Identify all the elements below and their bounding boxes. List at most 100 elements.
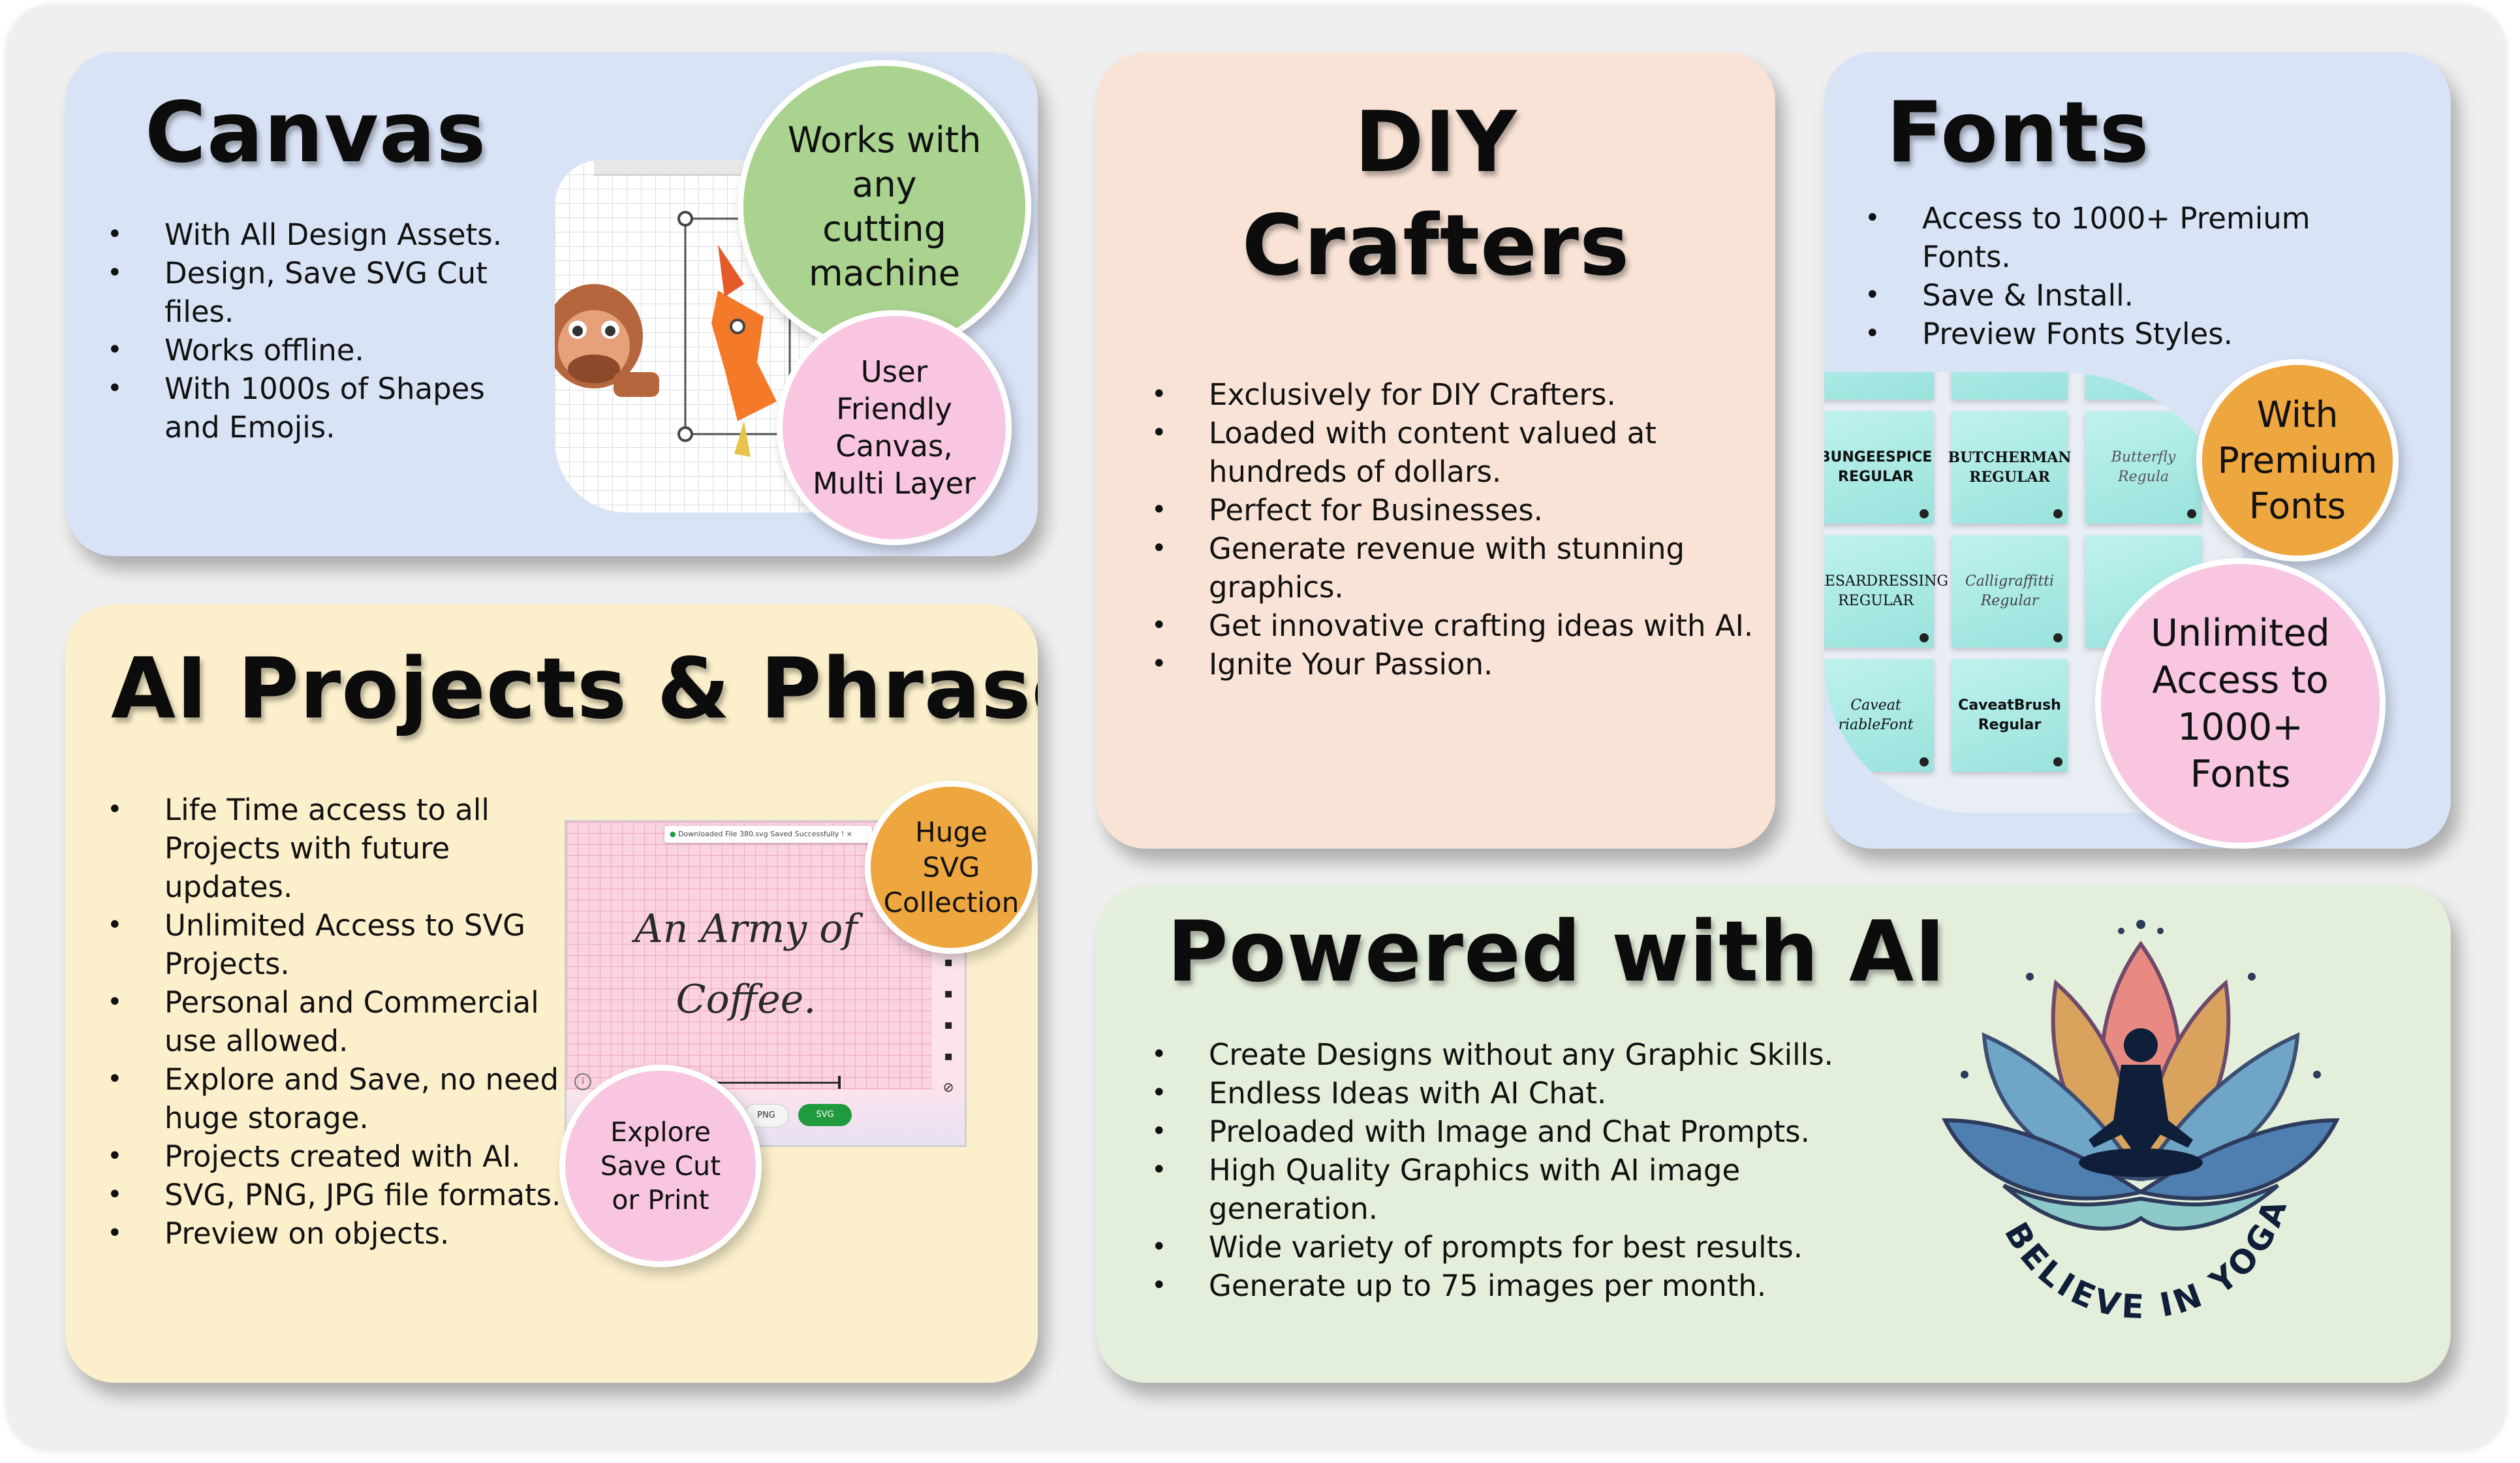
decorative-dots bbox=[1961, 920, 2321, 1078]
svg-button-label: SVG bbox=[816, 1110, 834, 1120]
diy-title-line2: Crafters bbox=[1241, 197, 1630, 294]
premium-fonts-bubble: With Premium Fonts bbox=[2196, 359, 2399, 561]
list-item: Exclusively for DIY Crafters. bbox=[1151, 375, 1757, 414]
phrase-line2: Coffee. bbox=[676, 977, 817, 1022]
list-item: SVG, PNG, JPG file formats. bbox=[107, 1176, 572, 1214]
powered-ai-title: Powered with AI bbox=[1167, 904, 1946, 1001]
diy-title: DIY Crafters bbox=[1097, 91, 1775, 298]
font-tile-dot bbox=[2053, 757, 2062, 766]
premium-fonts-bubble-text: With Premium Fonts bbox=[2217, 394, 2378, 527]
list-item: Loaded with content valued at hundreds o… bbox=[1151, 414, 1757, 491]
user-friendly-bubble-text: User Friendly Canvas, Multi Layer bbox=[813, 354, 976, 501]
font-tile-dot bbox=[2053, 509, 2062, 518]
font-tile-dot bbox=[2053, 633, 2062, 642]
canvas-title: Canvas bbox=[145, 84, 487, 181]
list-item: Explore and Save, no need huge storage. bbox=[107, 1060, 572, 1137]
list-item: Perfect for Businesses. bbox=[1151, 491, 1757, 529]
font-tile-dot bbox=[2187, 509, 2196, 518]
list-item: Wide variety of prompts for best results… bbox=[1151, 1228, 1894, 1266]
info-icon[interactable]: i bbox=[574, 1073, 591, 1090]
list-item: Projects created with AI. bbox=[107, 1137, 572, 1176]
ai-projects-title: AI Projects & Phrases bbox=[111, 640, 1038, 738]
fonts-title: Fonts bbox=[1886, 84, 2150, 181]
list-item: Preview on objects. bbox=[107, 1214, 572, 1253]
list-item: Life Time access to all Projects with fu… bbox=[107, 791, 572, 906]
list-item: Endless Ideas with AI Chat. bbox=[1151, 1074, 1894, 1112]
list-item: Get innovative crafting ideas with AI. bbox=[1151, 606, 1757, 645]
list-item: Design, Save SVG Cut files. bbox=[107, 254, 530, 331]
list-item: Access to 1000+ Premium Fonts. bbox=[1865, 199, 2366, 276]
list-item: Save & Install. bbox=[1865, 276, 2366, 315]
list-item: Works offline. bbox=[107, 331, 530, 370]
toast-detail: File 380.svg Saved Successfully ! bbox=[725, 830, 845, 838]
list-item: Create Designs without any Graphic Skill… bbox=[1151, 1035, 1894, 1074]
tool-icon[interactable]: ▪ bbox=[944, 1016, 953, 1032]
phrase-line1: An Army of bbox=[634, 906, 858, 952]
font-tile-dot bbox=[1920, 509, 1929, 518]
explore-save-bubble-text: Explore Save Cut or Print bbox=[600, 1116, 721, 1216]
font-tile[interactable] bbox=[1824, 372, 1934, 400]
slider-handle[interactable] bbox=[838, 1076, 841, 1089]
font-tile[interactable]: CAESARDRESSINGREGULAR bbox=[1824, 535, 1948, 648]
toast-label: Downloaded bbox=[678, 830, 723, 838]
monkey-emoji-icon bbox=[555, 284, 659, 397]
unlimited-fonts-bubble: Unlimited Access to 1000+ Fonts bbox=[2095, 558, 2386, 849]
trash-icon[interactable]: ▪ bbox=[944, 1048, 953, 1063]
size-slider[interactable] bbox=[717, 1076, 841, 1089]
cutting-machine-bubble: Works with any cutting machine bbox=[738, 60, 1031, 354]
font-tile[interactable] bbox=[2085, 372, 2201, 400]
huge-svg-bubble: Huge SVG Collection bbox=[865, 781, 1038, 954]
success-check-icon: ● bbox=[670, 830, 676, 838]
side-tools: ▪ ▪ ▪ ▪ ⊘ bbox=[939, 946, 958, 1103]
user-friendly-bubble: User Friendly Canvas, Multi Layer bbox=[777, 310, 1012, 545]
list-item: Preview Fonts Styles. bbox=[1865, 315, 2366, 353]
png-button-label: PNG bbox=[757, 1110, 775, 1120]
list-item: With All Design Assets. bbox=[107, 215, 530, 254]
tool-icon[interactable]: ▪ bbox=[944, 985, 953, 1001]
list-item: High Quality Graphics with AI image gene… bbox=[1151, 1151, 1894, 1228]
diy-crafters-card: DIY Crafters Exclusively for DIY Crafter… bbox=[1097, 52, 1775, 849]
list-item: Preloaded with Image and Chat Prompts. bbox=[1151, 1112, 1894, 1151]
font-tile[interactable] bbox=[1952, 372, 2068, 400]
list-item: Ignite Your Passion. bbox=[1151, 645, 1757, 684]
list-item: Unlimited Access to SVG Projects. bbox=[107, 906, 572, 983]
svg-download-button[interactable]: SVG bbox=[798, 1104, 852, 1126]
canvas-card: Canvas With All Design Assets. Design, S… bbox=[65, 52, 1038, 556]
diy-feature-list: Exclusively for DIY Crafters. Loaded wit… bbox=[1151, 375, 1757, 684]
block-icon[interactable]: ⊘ bbox=[942, 1079, 954, 1095]
ai-projects-card: AI Projects & Phrases Life Time access t… bbox=[65, 605, 1038, 1383]
font-tile-dot bbox=[1920, 633, 1929, 642]
list-item: Generate revenue with stunning graphics. bbox=[1151, 529, 1757, 606]
ai-projects-feature-list: Life Time access to all Projects with fu… bbox=[107, 791, 572, 1253]
page-background: Canvas With All Design Assets. Design, S… bbox=[7, 5, 2506, 1451]
tool-icon[interactable]: ▪ bbox=[944, 954, 953, 969]
phrase-artwork: An Army of Coffee. bbox=[606, 894, 886, 1035]
meditating-figure bbox=[2079, 1028, 2203, 1177]
powered-ai-card: Powered with AI Create Designs without a… bbox=[1097, 885, 2451, 1383]
diy-title-line1: DIY bbox=[1354, 94, 1517, 191]
huge-svg-bubble-text: Huge SVG Collection bbox=[883, 815, 1019, 919]
yoga-lotus-illustration: I BELIEVE IN YOGA bbox=[1925, 905, 2340, 1327]
list-item: Personal and Commercial use allowed. bbox=[107, 983, 572, 1060]
fonts-card: Fonts Access to 1000+ Premium Fonts. Sav… bbox=[1824, 52, 2451, 849]
toast-close-icon[interactable]: × bbox=[846, 830, 853, 838]
list-item: With 1000s of Shapes and Emojis. bbox=[107, 370, 530, 447]
unlimited-fonts-bubble-text: Unlimited Access to 1000+ Fonts bbox=[2151, 611, 2330, 796]
explore-save-bubble: Explore Save Cut or Print bbox=[559, 1065, 762, 1267]
list-item: Generate up to 75 images per month. bbox=[1151, 1266, 1894, 1305]
powered-ai-feature-list: Create Designs without any Graphic Skill… bbox=[1151, 1035, 1894, 1305]
canvas-feature-list: With All Design Assets. Design, Save SVG… bbox=[107, 215, 530, 447]
fonts-feature-list: Access to 1000+ Premium Fonts. Save & In… bbox=[1865, 199, 2366, 353]
font-tile-label: CAESARDRESSINGREGULAR bbox=[1824, 573, 1948, 609]
